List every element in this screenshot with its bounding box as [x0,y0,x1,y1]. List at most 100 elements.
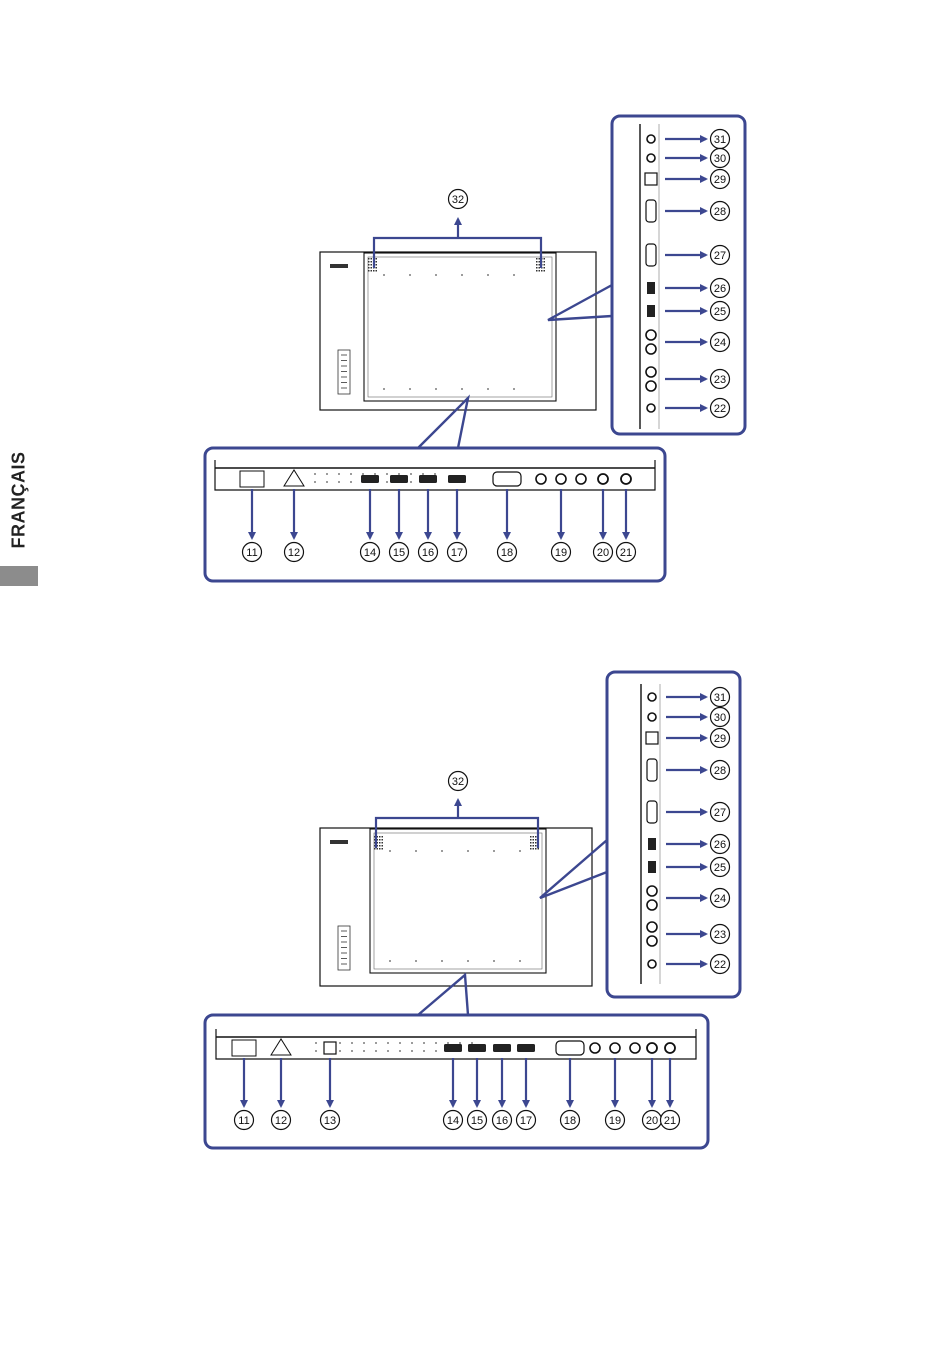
diagram-2-port-27-serial-port [647,801,657,823]
diagram-2-callout-27: 27 [711,803,730,822]
diagram-2-port-23-jack-b [647,936,657,946]
diagram-1-callout-29: 29 [711,170,730,189]
diagram-1-port-23-jack-b [646,381,656,391]
diagram-1-mount-hole [383,274,385,276]
diagram-1-callout-19: 19 [552,543,571,562]
diagram-2-callout-20: 20 [643,1111,662,1130]
diagram-2-callout-24: 24 [711,889,730,908]
diagram-1-vent-dot [398,473,400,475]
diagram-2-port-30-jack [648,713,656,721]
diagram-2-port-21-audio-jack [665,1043,675,1053]
diagram-2-callout-28: 28 [711,761,730,780]
diagram-2-vent-dot [339,1050,341,1052]
diagram-1-vent-dot [338,481,340,483]
diagram-1-callout-top: 32 [449,190,468,209]
diagram-1-vent-dot [386,481,388,483]
diagram-2-port-15-hdmi-port [468,1044,486,1052]
diagram-2-mount-hole [467,960,469,962]
diagram-2-callout-11-text: 11 [238,1115,249,1127]
diagram-1-callout-20-text: 20 [597,547,609,559]
diagram-2-callout-17-text: 17 [520,1115,532,1127]
diagram-1-mount-hole [435,274,437,276]
diagram-1-callout-31: 31 [711,130,730,149]
diagram-2-port-20-audio-jack [647,1043,657,1053]
diagram-1-vent-dot [422,473,424,475]
diagram-2-mount-hole [519,960,521,962]
diagram-2-port-23-jack-a [647,922,657,932]
diagram-2-callout-25-text: 25 [714,862,726,874]
diagram-1-callout-28-text: 28 [714,206,726,218]
diagram-1-port-14-hdmi-port [361,475,379,483]
diagram-2-callout-22-text: 22 [714,959,726,971]
diagram-2-port-17-hdmi-port [517,1044,535,1052]
diagram-1-callout-12-text: 12 [288,547,300,559]
diagram-1-port-25-usb-port [647,305,655,317]
diagram-2-callout-19: 19 [606,1111,625,1130]
diagram-2-callout-21-text: 21 [664,1115,676,1127]
diagram-2-vent-dot [375,1042,377,1044]
diagram-2-vent-dot [363,1042,365,1044]
diagram-2-callout-31-text: 31 [714,692,726,704]
diagram-2-vent-dot [459,1042,461,1044]
diagram-1-callout-24: 24 [711,333,730,352]
diagram-1-label-mark [330,264,348,268]
diagram-1-callout-22: 22 [711,399,730,418]
diagram-2-callout-top-text: 32 [452,776,464,788]
diagram-1-callout-17-text: 17 [451,547,463,559]
diagram-1-port-11-power-switch [240,471,264,487]
diagram-1-vent-dot [386,473,388,475]
diagram-2-callout-top: 32 [449,772,468,791]
diagram-2-vent-dot [387,1042,389,1044]
diagram-1-port-19-component-jack [536,474,546,484]
diagram-1-callout-23-text: 23 [714,374,726,386]
diagram-1-vent-dot [314,473,316,475]
diagram-2-port-24-jack-a [647,886,657,896]
diagram-1-callout-16: 16 [419,543,438,562]
diagram-2-callout-16: 16 [493,1111,512,1130]
diagram-1-vent-dot [326,481,328,483]
diagram-2-vent-dot [411,1042,413,1044]
diagram-2-mount-hole [415,850,417,852]
diagram-2-vent-dot [339,1042,341,1044]
diagram-2-callout-17: 17 [517,1111,536,1130]
diagram-1-port-21-audio-jack [621,474,631,484]
diagram-1-port-19-component-jack [576,474,586,484]
diagram-1-callout-12: 12 [285,543,304,562]
diagram-1-vent-dot [314,481,316,483]
diagram-1-callout-27: 27 [711,246,730,265]
diagram-2-mount-hole [493,960,495,962]
diagram-1-mount-hole [409,274,411,276]
diagram-1-vent-dot [410,473,412,475]
diagram-2-mount-hole [519,850,521,852]
diagram-1-callout-14-text: 14 [364,547,376,559]
diagram-2-callout-18: 18 [561,1111,580,1130]
diagram-1-callout-27-text: 27 [714,250,726,262]
diagram-1-port-31-jack [647,135,655,143]
diagram-2-vent-dot [399,1042,401,1044]
diagram-1-vent-dot [326,473,328,475]
diagram-1-callout-30-text: 30 [714,153,726,165]
diagram-1-callout-14: 14 [361,543,380,562]
diagram-2-vent-dot [351,1042,353,1044]
diagram-2-vent-dot [423,1050,425,1052]
diagram-2-callout-16-text: 16 [496,1115,508,1127]
diagram-2-vent-dot [351,1050,353,1052]
diagram-1-port-23-jack-a [646,367,656,377]
diagram-1-callout-25-text: 25 [714,306,726,318]
diagram-1-mount-hole [487,388,489,390]
diagram-2-callout-19-text: 19 [609,1115,621,1127]
diagram-1-callout-15: 15 [390,543,409,562]
diagram-2-callout-29-text: 29 [714,733,726,745]
diagram-2-vent-dot [435,1042,437,1044]
diagram-2-callout-12-text: 12 [275,1115,287,1127]
diagram-1-port-20-audio-jack [598,474,608,484]
diagram-2-callout-28-text: 28 [714,765,726,777]
diagram-1-vent-dot [362,473,364,475]
diagram-2-callout-24-text: 24 [714,893,726,905]
diagram-2-mount-hole [441,850,443,852]
diagram-1-vent-dot [350,481,352,483]
diagram-2-vent-dot [471,1042,473,1044]
diagram-1-port-19-component-jack [556,474,566,484]
diagram-1-callout-21-text: 21 [620,547,632,559]
